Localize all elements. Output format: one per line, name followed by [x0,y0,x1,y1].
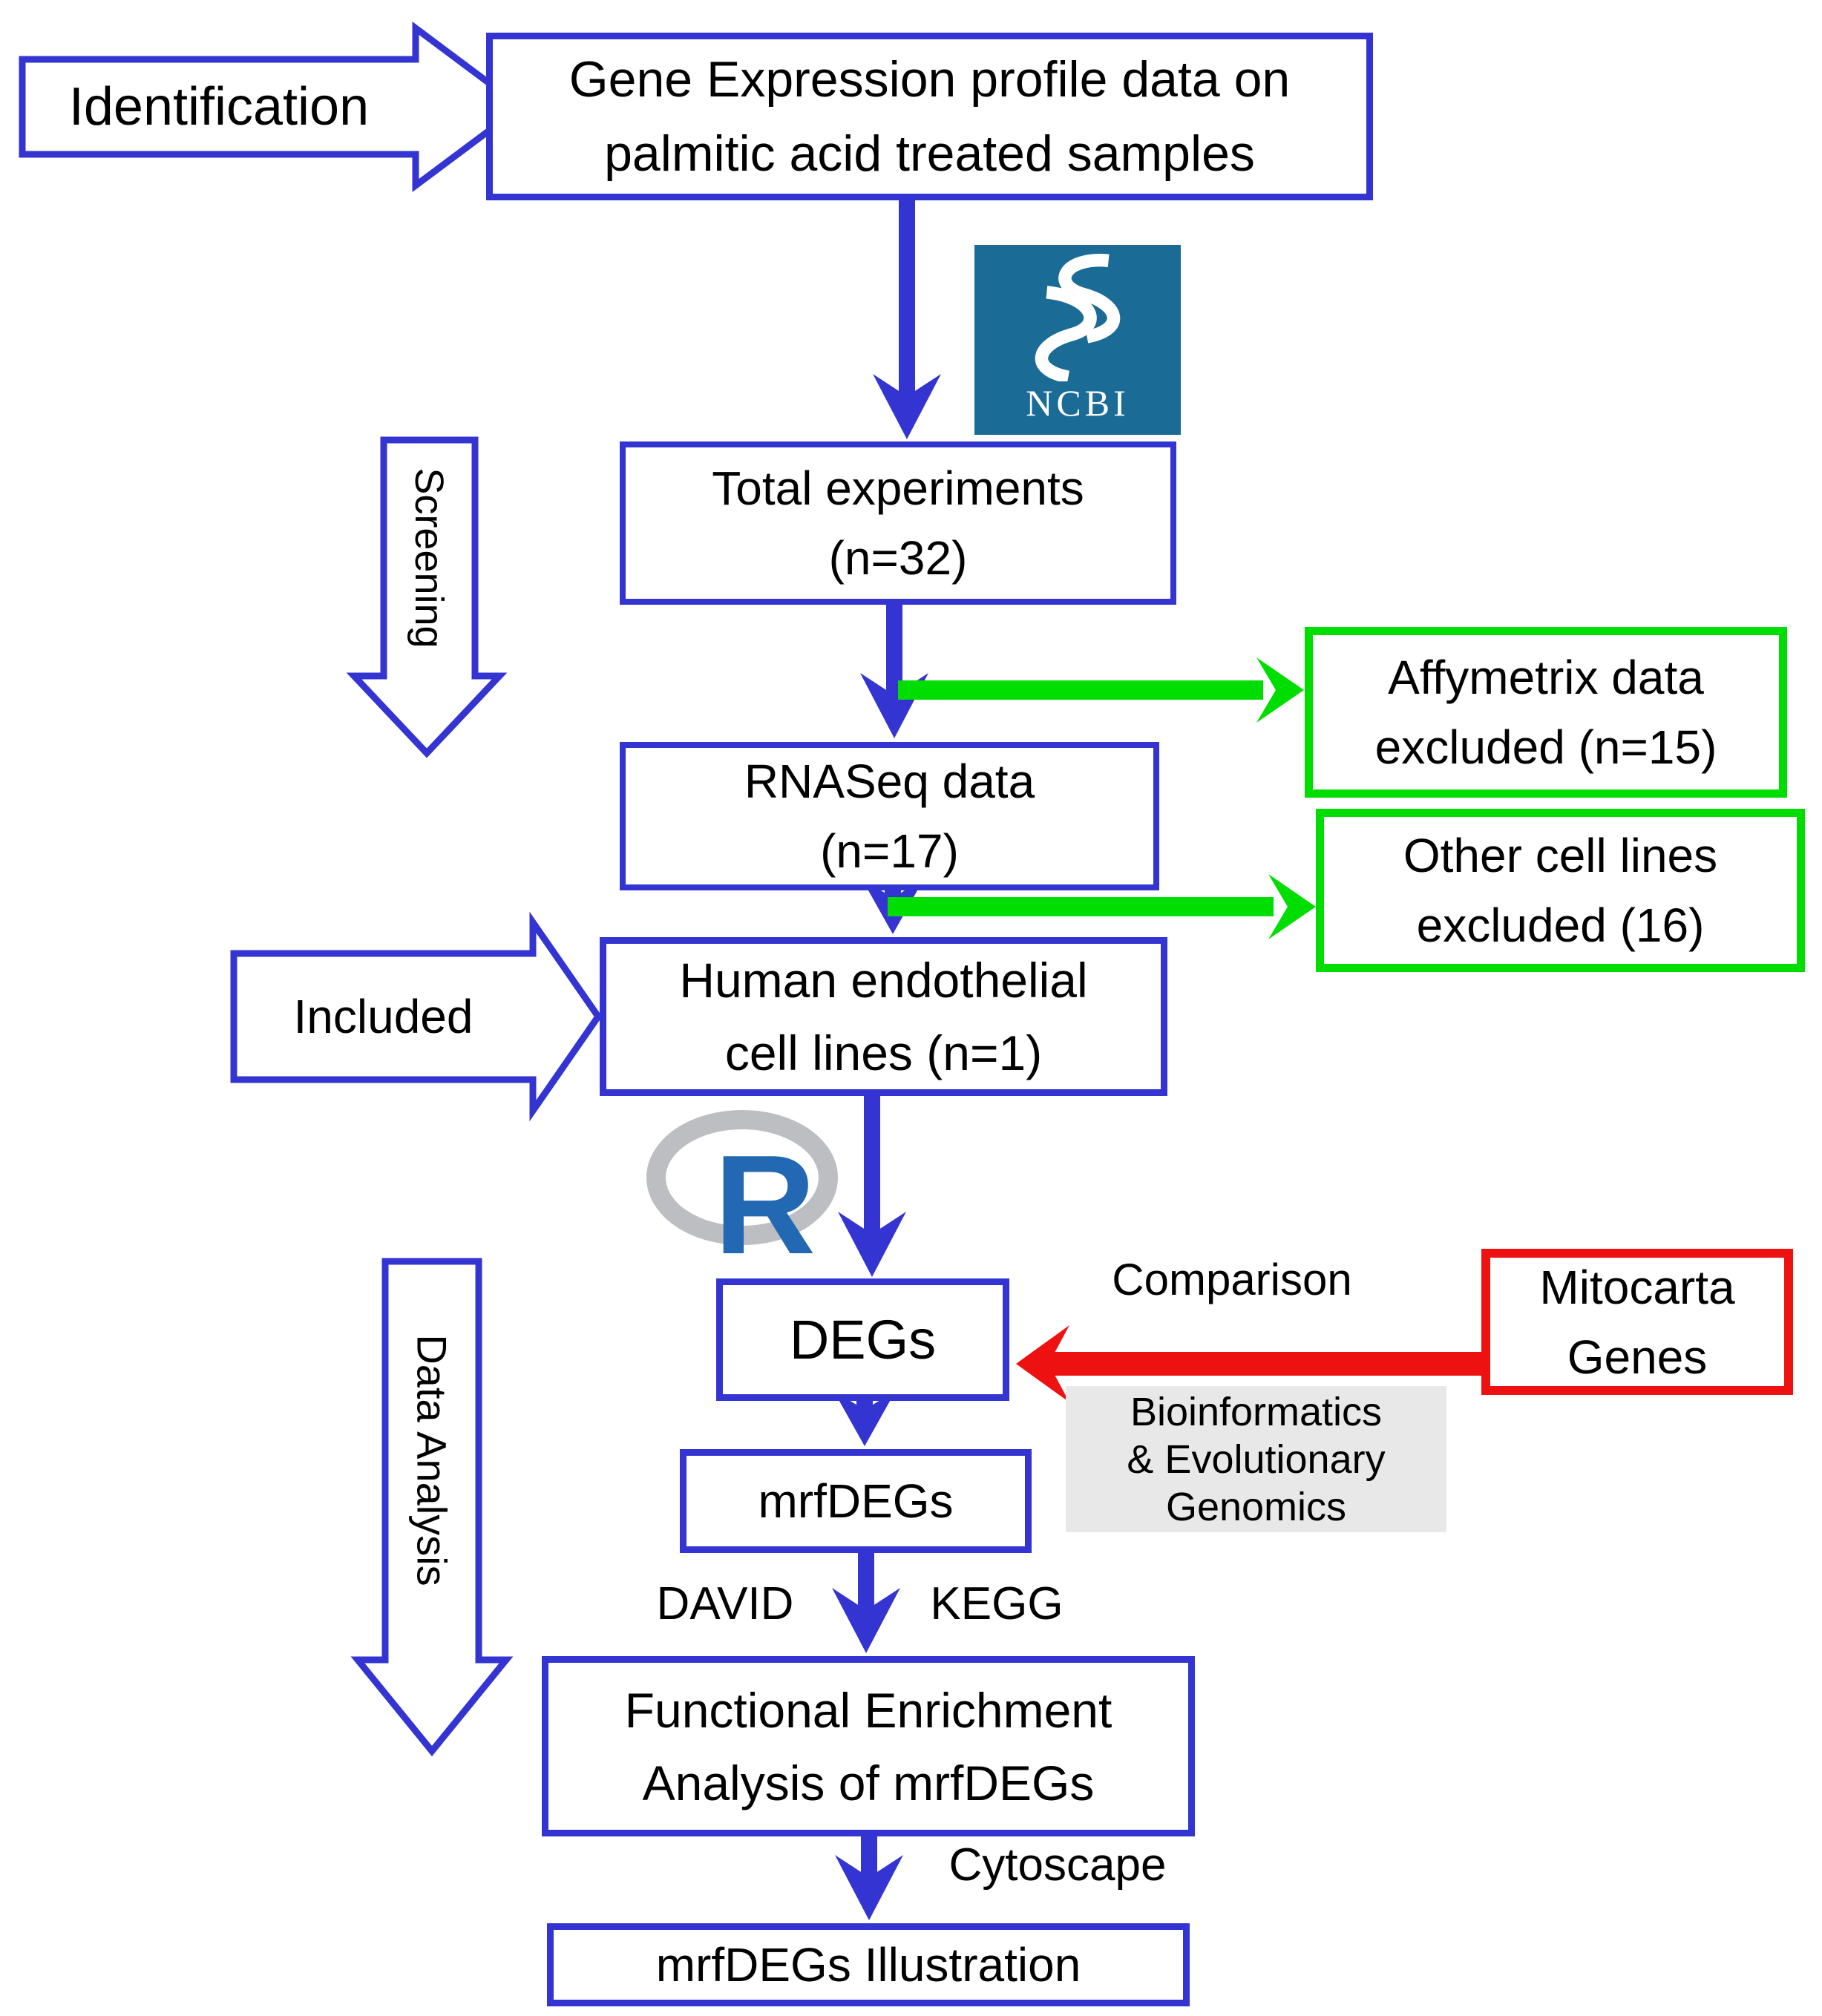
other-cell-lines-line1: Other cell lines [1403,829,1718,882]
r-logo-ring-icon [646,1110,838,1245]
mrfdegs-box: mrfDEGs [680,1449,1032,1553]
flow-arrow-total-to-rnaseq [860,605,928,738]
mrfdegs-label: mrfDEGs [758,1474,954,1528]
other-cell-lines-excluded-box: Other cell lines excluded (16) [1316,809,1805,972]
affymetrix-excluded-line1: Affymetrix data [1388,651,1704,704]
flow-arrow-degs-to-mrfdegs [833,1390,896,1446]
data-analysis-block-arrow [350,1258,514,1757]
human-endothelial-line1: Human endothelial [679,953,1088,1008]
cytoscape-label: Cytoscape [948,1839,1167,1891]
human-endothelial-line2: cell lines (n=1) [724,1025,1043,1080]
total-experiments-line2: (n=32) [828,531,968,585]
identification-banner-shape [19,22,527,192]
r-logo: R [646,1109,839,1276]
flow-arrow-mrfdegs-to-functional [832,1553,900,1653]
affymetrix-excluded-line2: excluded (n=15) [1374,720,1717,774]
rnaseq-line2: (n=17) [820,824,959,878]
functional-enrichment-box: Functional Enrichment Analysis of mrfDEG… [542,1656,1195,1836]
ncbi-logo: NCBI [974,245,1181,435]
bioinformatics-line2: & Evolutionary [1127,1437,1386,1482]
ncbi-dna-helix-icon [1035,254,1121,381]
r-logo-letter: R [714,1126,816,1284]
included-banner-shape [230,911,603,1122]
bioinformatics-line1: Bioinformatics [1130,1389,1383,1434]
human-endothelial-box: Human endothelial cell lines (n=1) [600,937,1167,1096]
mitocarta-line1: Mitocarta [1539,1260,1735,1314]
ncbi-logo-label: NCBI [1026,382,1130,424]
exclusion-arrow-affymetrix [898,657,1304,723]
rnaseq-box: RNASeq data (n=17) [620,742,1159,890]
mitocarta-genes-box: Mitocarta Genes [1481,1249,1793,1395]
total-experiments-box: Total experiments (n=32) [620,441,1176,605]
degs-box: DEGs [716,1278,1009,1401]
identification-banner-label: Identification [68,77,370,137]
degs-label: DEGs [789,1309,937,1370]
affymetrix-excluded-box: Affymetrix data excluded (n=15) [1305,627,1787,798]
gene-expression-box: Gene Expression profile data on palmitic… [486,33,1373,200]
included-banner-label: Included [293,990,473,1043]
rnaseq-line1: RNASeq data [744,755,1035,808]
functional-enrichment-line1: Functional Enrichment [624,1682,1112,1738]
exclusion-arrow-other-cell-lines [888,874,1316,939]
other-cell-lines-line2: excluded (16) [1416,899,1705,952]
comparison-arrow-mitocarta-to-degs [1016,1325,1484,1402]
flow-arrow-geneexp-to-total [873,200,941,439]
bioinformatics-line3: Genomics [1165,1484,1347,1529]
bioinformatics-tool-box: Bioinformatics & Evolutionary Genomics [1066,1386,1446,1532]
total-experiments-line1: Total experiments [712,462,1084,515]
mrfdegs-illustration-label: mrfDEGs Illustration [655,1938,1081,1992]
gene-expression-line2: palmitic acid treated samples [604,125,1255,182]
data-analysis-banner-label: Data Analysis [408,1334,456,1586]
kegg-label: KEGG [930,1578,1064,1629]
mrfdegs-illustration-box: mrfDEGs Illustration [547,1923,1190,2006]
screening-banner-label: Screening [407,467,451,649]
flow-arrow-humanendo-to-degs [838,1096,906,1277]
comparison-label: Comparison [1112,1255,1352,1304]
flow-arrow-functional-to-illustration [835,1836,903,1920]
gene-expression-line1: Gene Expression profile data on [568,51,1291,108]
functional-enrichment-line2: Analysis of mrfDEGs [642,1755,1095,1810]
screening-block-arrow [346,436,508,758]
david-label: DAVID [656,1578,794,1629]
mitocarta-line2: Genes [1567,1330,1708,1384]
